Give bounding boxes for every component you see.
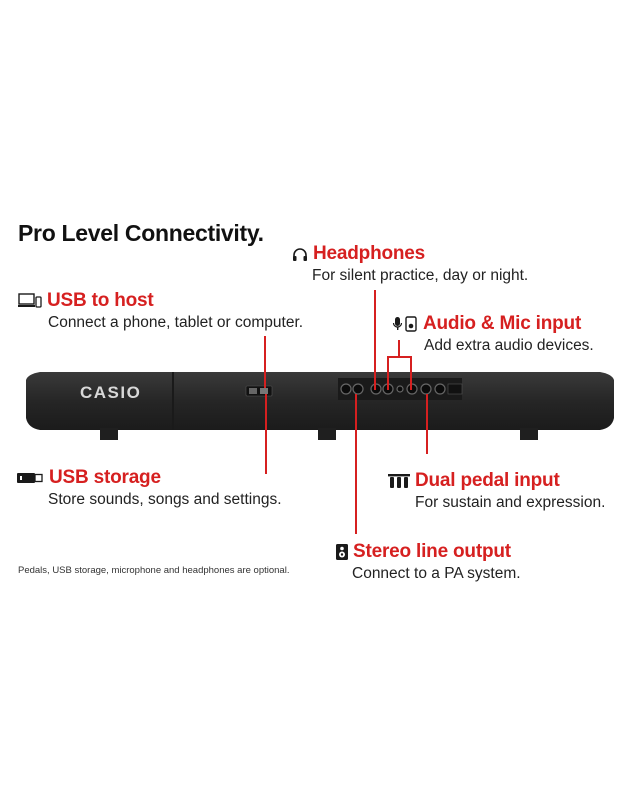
- feature-usb-host: USB to host Connect a phone, tablet or c…: [18, 290, 303, 332]
- jack: [340, 383, 352, 395]
- feature-name: Dual pedal input: [415, 470, 560, 491]
- callout-line-headphones: [374, 290, 376, 390]
- feature-desc: Connect a phone, tablet or computer.: [48, 314, 304, 331]
- callout-line-audio-1: [387, 356, 389, 390]
- jack: [420, 383, 432, 395]
- feature-stereo-out: Stereo line output Connect to a PA syste…: [336, 541, 521, 583]
- feature-dual-pedal: Dual pedal input For sustain and express…: [388, 470, 605, 512]
- usb-port-slot: [249, 388, 257, 394]
- feature-desc: For sustain and expression.: [415, 494, 606, 511]
- page-title: Pro Level Connectivity.: [18, 220, 264, 246]
- keyboard-foot: [100, 428, 118, 440]
- feature-desc: Connect to a PA system.: [352, 565, 521, 582]
- feature-usb-storage: USB storage Store sounds, songs and sett…: [16, 467, 282, 509]
- callout-line-audio-stem: [398, 340, 400, 358]
- footnote: Pedals, USB storage, microphone and head…: [18, 565, 290, 576]
- headphones-icon: [292, 247, 308, 262]
- keyboard-foot: [520, 428, 538, 440]
- feature-name: USB to host: [47, 290, 154, 311]
- devices-icon: [18, 293, 42, 309]
- feature-name: USB storage: [49, 467, 161, 488]
- speaker-icon: [336, 544, 348, 560]
- feature-name: Stereo line output: [353, 541, 511, 562]
- callout-line-pedal: [426, 394, 428, 454]
- brand-logo: CASIO: [80, 383, 142, 402]
- feature-desc: Store sounds, songs and settings.: [48, 491, 282, 508]
- usb-port-slot: [260, 388, 268, 394]
- jack: [406, 383, 418, 395]
- callout-line-audio-2: [410, 356, 412, 390]
- panel-seam: [172, 372, 174, 430]
- jack: [396, 385, 404, 393]
- callout-line-usb-host: [264, 336, 266, 388]
- feature-desc: For silent practice, day or night.: [312, 267, 529, 284]
- feature-name: Headphones: [313, 243, 426, 264]
- usb-stick-icon: [16, 471, 44, 485]
- callout-line-usb-storage: [265, 394, 267, 474]
- power-port: [447, 383, 463, 395]
- jack: [370, 383, 382, 395]
- callout-line-stereo: [355, 394, 357, 534]
- feature-name: Audio & Mic input: [423, 313, 582, 334]
- keyboard-foot: [318, 428, 336, 440]
- feature-desc: Add extra audio devices.: [424, 337, 594, 354]
- feature-audio-mic: Audio & Mic input Add extra audio device…: [392, 313, 594, 355]
- feature-headphones: Headphones For silent practice, day or n…: [292, 243, 528, 285]
- pedals-icon: [388, 474, 410, 488]
- mic-icon: [392, 316, 418, 332]
- jack: [352, 383, 364, 395]
- jack: [434, 383, 446, 395]
